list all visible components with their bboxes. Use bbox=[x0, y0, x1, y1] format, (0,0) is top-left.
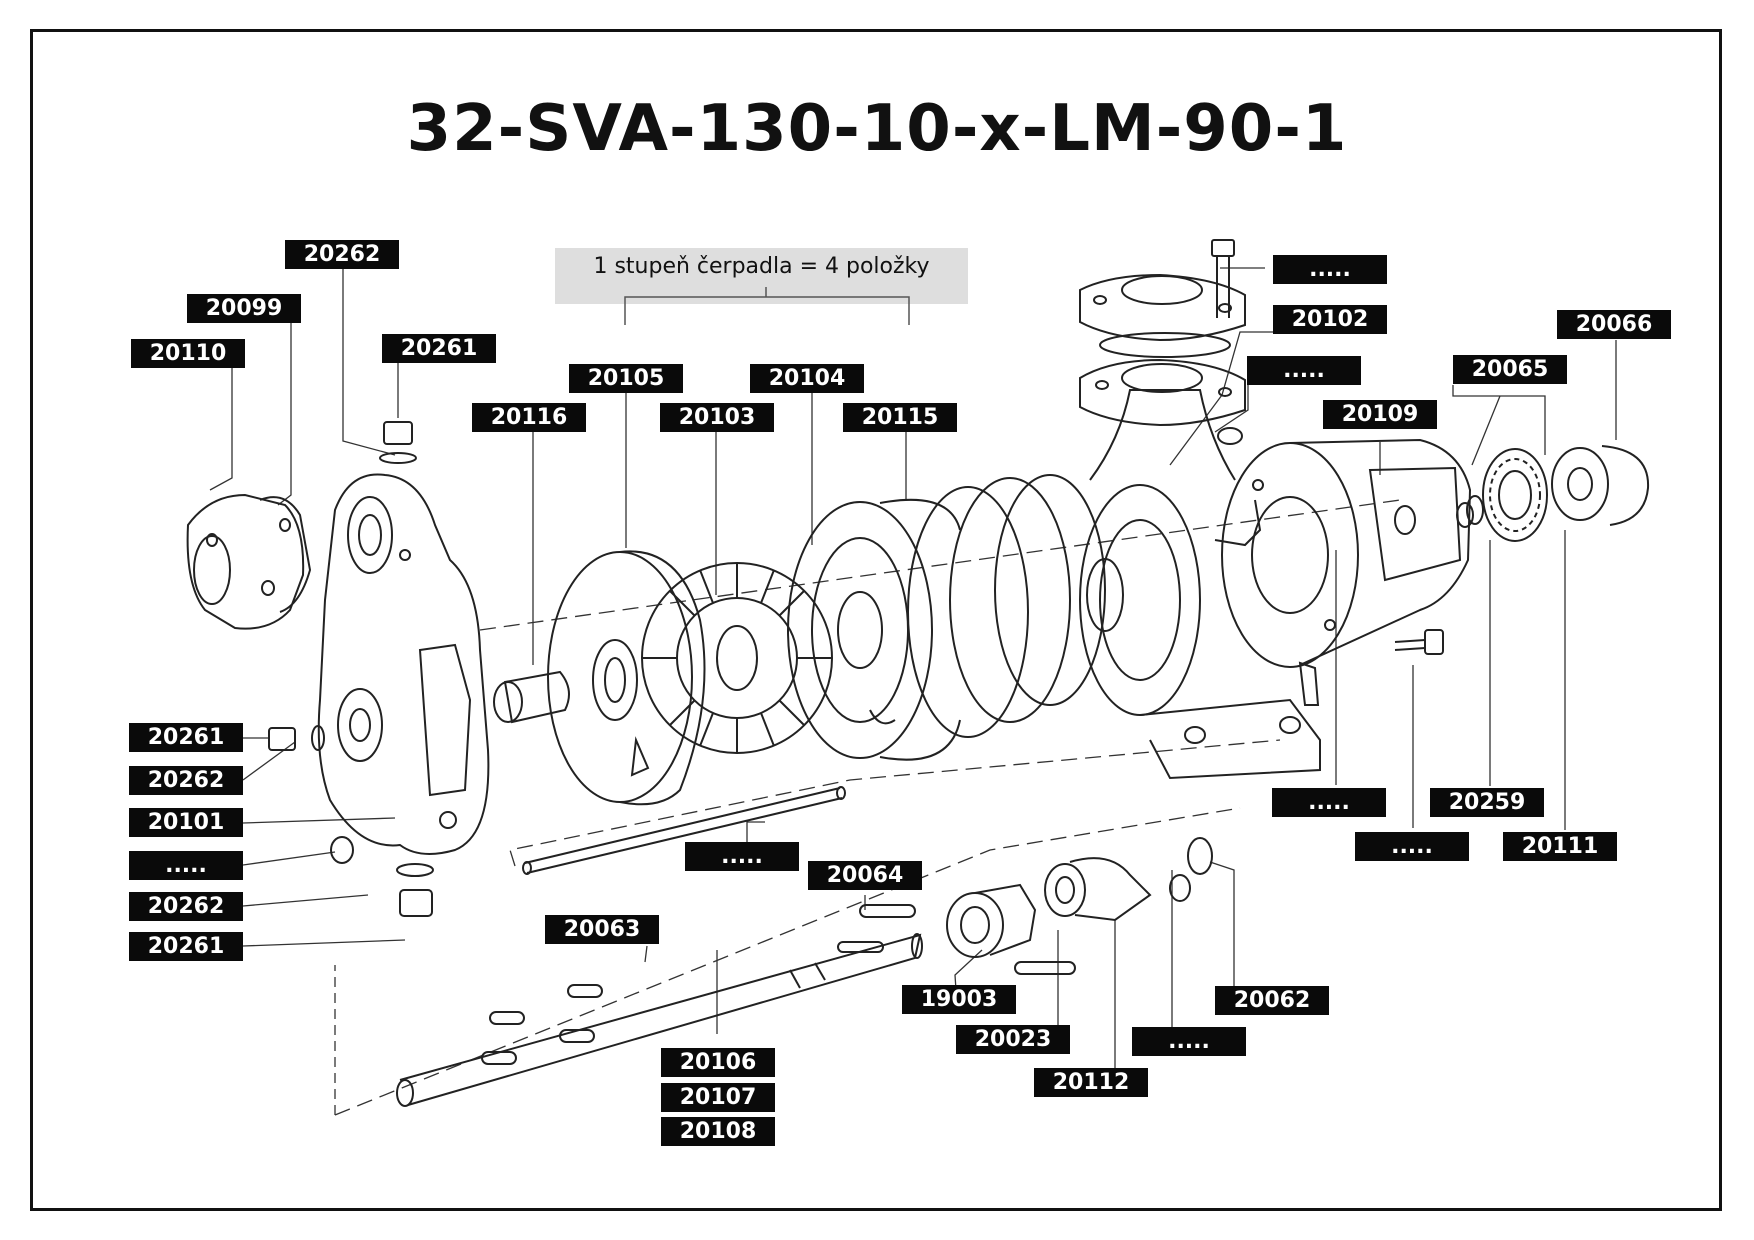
label-20261-low[interactable]: 20261 bbox=[129, 932, 243, 961]
label-20106[interactable]: 20106 bbox=[661, 1048, 775, 1077]
impeller bbox=[641, 562, 833, 754]
tie-rod bbox=[522, 786, 846, 875]
discharge-flange-upper bbox=[1079, 273, 1246, 342]
seal-housing bbox=[1044, 857, 1152, 922]
retaining-rings bbox=[1466, 445, 1650, 526]
label-dots-foot[interactable]: ..... bbox=[1272, 788, 1386, 817]
label-20112[interactable]: 20112 bbox=[1034, 1068, 1148, 1097]
ball-bearing bbox=[1482, 448, 1548, 542]
flange-bolt bbox=[1211, 239, 1243, 445]
label-dots-flange[interactable]: ..... bbox=[1247, 356, 1361, 385]
label-20110[interactable]: 20110 bbox=[131, 339, 245, 368]
label-20062[interactable]: 20062 bbox=[1215, 986, 1329, 1015]
label-20261-top[interactable]: 20261 bbox=[382, 334, 496, 363]
label-20064[interactable]: 20064 bbox=[808, 861, 922, 890]
label-20108[interactable]: 20108 bbox=[661, 1117, 775, 1146]
coupling-spring bbox=[946, 883, 1037, 958]
stage-bracket bbox=[624, 287, 910, 325]
label-dots-washer[interactable]: ..... bbox=[1132, 1027, 1246, 1056]
label-20262-top[interactable]: 20262 bbox=[285, 240, 399, 269]
bearing-housing bbox=[1221, 438, 1474, 668]
flange-gasket bbox=[259, 496, 312, 613]
label-20099[interactable]: 20099 bbox=[187, 294, 301, 323]
small-nut bbox=[1169, 874, 1191, 902]
label-20262-mid[interactable]: 20262 bbox=[129, 766, 243, 795]
label-20023[interactable]: 20023 bbox=[956, 1025, 1070, 1054]
housing-screw bbox=[1394, 629, 1444, 655]
label-20109[interactable]: 20109 bbox=[1323, 400, 1437, 429]
label-20259[interactable]: 20259 bbox=[1430, 788, 1544, 817]
label-20105[interactable]: 20105 bbox=[569, 364, 683, 393]
label-20103[interactable]: 20103 bbox=[660, 403, 774, 432]
discharge-gasket bbox=[1099, 332, 1231, 358]
label-19003[interactable]: 19003 bbox=[902, 985, 1016, 1014]
key-small bbox=[1298, 661, 1320, 706]
label-20262-low[interactable]: 20262 bbox=[129, 892, 243, 921]
suction-casing bbox=[317, 473, 490, 855]
page-title: 32-SVA-130-10-x-LM-90-1 bbox=[406, 92, 1348, 166]
stage-note-box: 1 stupeň čerpadla = 4 položky bbox=[555, 248, 968, 304]
label-dots-screw[interactable]: ..... bbox=[1355, 832, 1469, 861]
label-20065[interactable]: 20065 bbox=[1453, 355, 1567, 384]
label-20102[interactable]: 20102 bbox=[1273, 305, 1387, 334]
fasteners-left bbox=[268, 421, 434, 917]
label-dots-rod[interactable]: ..... bbox=[685, 842, 799, 871]
label-20111[interactable]: 20111 bbox=[1503, 832, 1617, 861]
stage-note-text: 1 stupeň čerpadla = 4 položky bbox=[593, 254, 930, 279]
leader-lines bbox=[209, 267, 1617, 1116]
label-20104[interactable]: 20104 bbox=[750, 364, 864, 393]
label-20261-mid[interactable]: 20261 bbox=[129, 723, 243, 752]
discharge-flange-lower bbox=[1079, 358, 1246, 427]
label-20116[interactable]: 20116 bbox=[472, 403, 586, 432]
stage-casing bbox=[787, 474, 1106, 761]
label-dots-bolt[interactable]: ..... bbox=[1273, 255, 1387, 284]
shaft-keys bbox=[481, 904, 1076, 1065]
discharge-casing bbox=[1079, 389, 1321, 780]
shaft-sleeve bbox=[493, 670, 570, 724]
label-20107[interactable]: 20107 bbox=[661, 1083, 775, 1112]
label-20101[interactable]: 20101 bbox=[129, 808, 243, 837]
label-20115[interactable]: 20115 bbox=[843, 403, 957, 432]
label-20066[interactable]: 20066 bbox=[1557, 310, 1671, 339]
drawing-frame bbox=[30, 29, 1722, 1211]
suction-flange bbox=[186, 493, 305, 630]
pump-shaft bbox=[396, 933, 923, 1107]
o-ring bbox=[1187, 837, 1213, 875]
stage-disc bbox=[547, 550, 706, 806]
label-dots-nut[interactable]: ..... bbox=[129, 851, 243, 880]
label-20063[interactable]: 20063 bbox=[545, 915, 659, 944]
